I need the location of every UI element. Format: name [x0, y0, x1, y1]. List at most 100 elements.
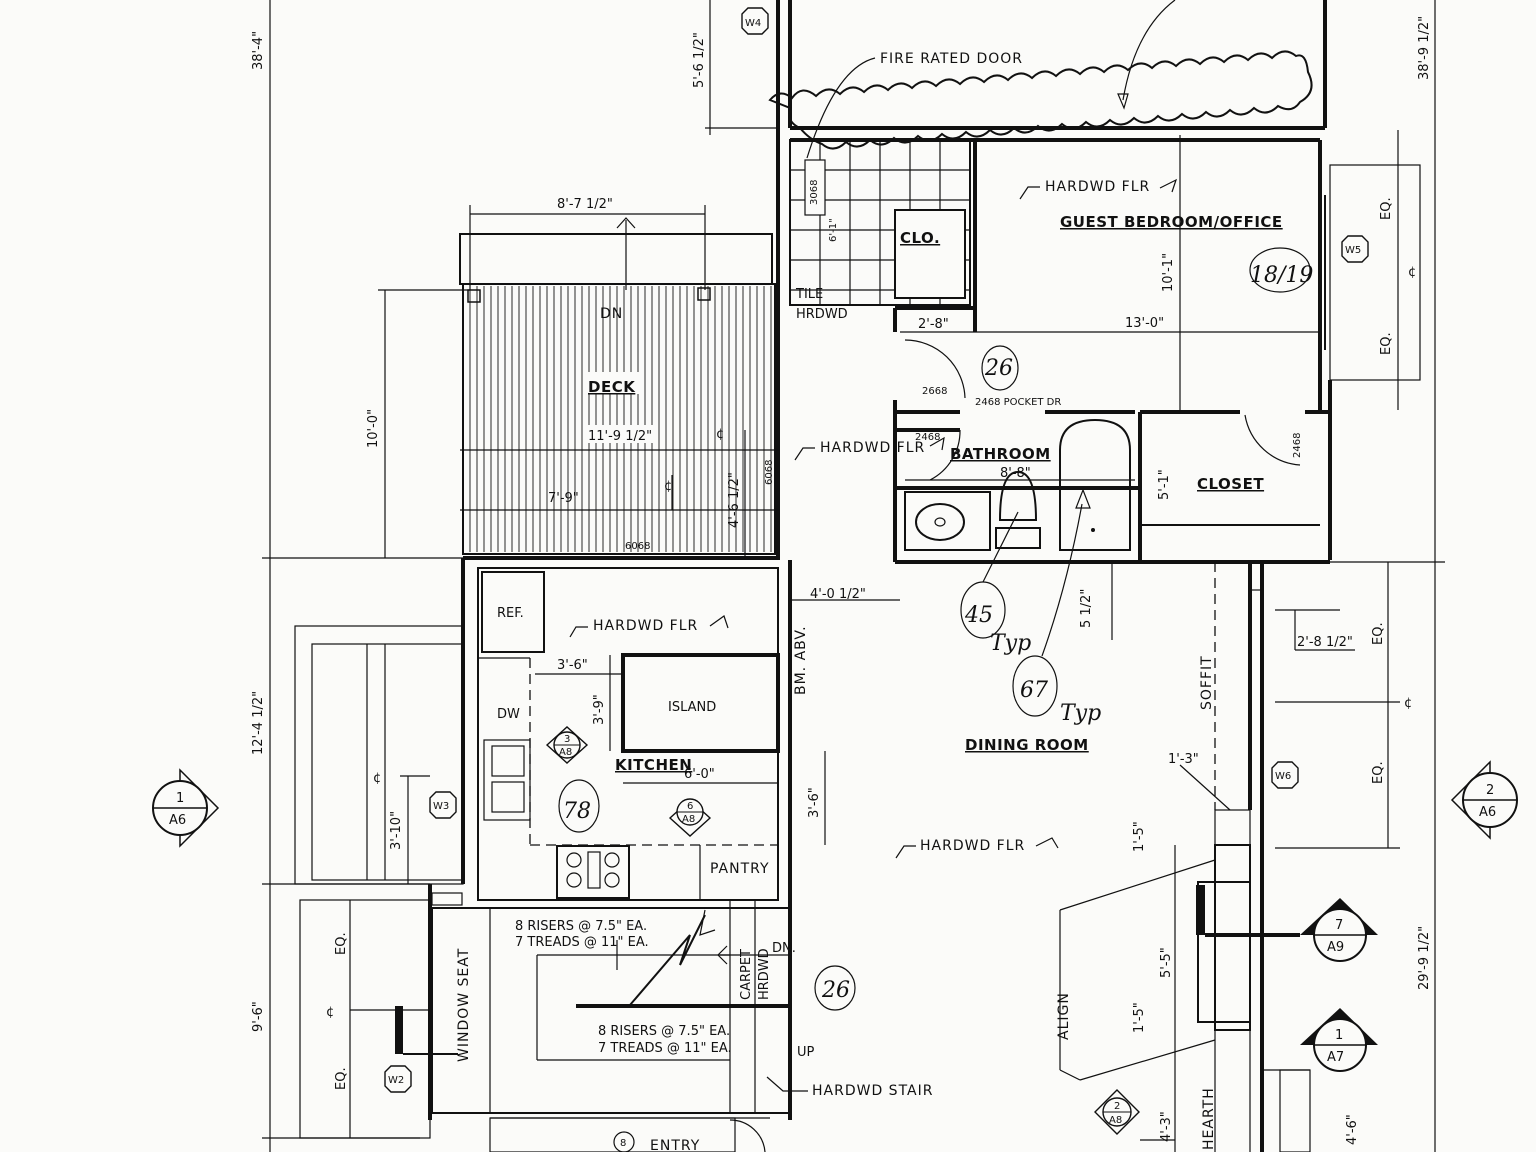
dim-kitchen-a: 3'-6" [557, 658, 588, 673]
room-closet: CLOSET [1197, 475, 1264, 493]
section-h2-sheet: A8 [1109, 1115, 1122, 1126]
door-swing-bath [929, 429, 961, 481]
door-2668: 2668 [922, 386, 947, 397]
section-k6-sheet: A8 [682, 814, 695, 825]
leader-hardwd-hall [794, 436, 945, 461]
deck-boards [469, 286, 772, 552]
note-risers-top: 8 RISERS @ 7.5" EA. [515, 919, 647, 934]
section-k6-num: 6 [687, 801, 693, 812]
bedroom-walls [790, 138, 1332, 564]
section-k3-num: 3 [564, 734, 570, 745]
dim-left-bottom: 9'-6" [251, 1001, 266, 1032]
eq-left-top: EQ. [334, 932, 349, 955]
door-3068: 3068 [809, 180, 820, 205]
deck-structure [378, 205, 780, 558]
dim-soffit-off: 5 1/2" [1079, 589, 1094, 628]
eq-label-w5-bottom: EQ. [1379, 332, 1394, 355]
dim-soffit-b: 1'-3" [1168, 752, 1199, 767]
dim-deck-small: 7'-9" [548, 491, 579, 506]
room-island: ISLAND [668, 700, 716, 715]
dim-bed-height: 10'-1" [1161, 253, 1176, 292]
section-e8-num: 8 [620, 1138, 626, 1149]
section-right-num: 2 [1486, 783, 1494, 798]
note-hearth: HEARTH [1201, 1087, 1217, 1150]
dim-deck-width: 8'-7 1/2" [557, 197, 613, 212]
eq-right-bottom: EQ. [1371, 761, 1386, 784]
cl-mark-left-2: ¢ [326, 1005, 334, 1020]
note-hardwd-stair: HARDWD STAIR [812, 1083, 933, 1099]
note-hardwd-flr-hall: HARDWD FLR [820, 440, 925, 456]
tile-grid [789, 139, 971, 306]
section-k3-sheet: A8 [559, 747, 572, 758]
hand-typ-2: Typ [1060, 701, 1101, 726]
note-hrdwd-stair-side: HRDWD [757, 948, 772, 1000]
w6-tag-label: W6 [1275, 771, 1291, 782]
room-clo: CLO. [900, 229, 940, 247]
note-carpet: CARPET [739, 949, 754, 1000]
section-mark-left-a6 [152, 768, 220, 848]
dim-hearth-a: 1'-5" [1132, 821, 1147, 852]
door-6068-deck-bottom: 6068 [625, 541, 650, 552]
w4-tag [741, 7, 769, 35]
dim-hearth-c: 1'-5" [1132, 1002, 1147, 1033]
section-mark-k6 [668, 798, 712, 837]
note-pocket-door: 2468 POCKET DR [975, 397, 1061, 408]
note-hardwd-flr-kitchen: HARDWD FLR [593, 618, 698, 634]
eq-left-bottom: EQ. [334, 1067, 349, 1090]
dim-left-middle: 12'-4 1/2" [251, 691, 266, 755]
room-pantry: PANTRY [710, 861, 770, 877]
note-hardwd-flr-bedroom: HARDWD FLR [1045, 179, 1150, 195]
w3-tag-label: W3 [433, 801, 449, 812]
room-guest-bedroom: GUEST BEDROOM/OFFICE [1060, 213, 1283, 231]
leader-hardwd-bedroom [1019, 178, 1178, 200]
leader-arrow-top [1122, 0, 1176, 101]
dim-clo-depth: 6'-1" [828, 218, 839, 242]
section-left-num: 1 [176, 791, 184, 806]
door-swing-closet [1244, 414, 1301, 466]
section-mark-e8 [613, 1131, 635, 1152]
w6-tag [1271, 761, 1299, 789]
dining-right-structure [1179, 562, 1400, 848]
cl-mark-w5: ¢ [1408, 265, 1416, 280]
hand-78: 78 [563, 799, 591, 824]
note-bm-abv: BM. ABV. [793, 625, 809, 695]
room-deck: DECK [588, 378, 636, 396]
note-hrdwd: HRDWD [796, 307, 848, 322]
section-mark-a7 [1300, 1008, 1378, 1072]
dim-bed-width: 13'-0" [1125, 316, 1164, 331]
right-window-w5 [1324, 130, 1421, 410]
section-a7-sheet: A7 [1327, 1050, 1344, 1065]
note-hardwd-flr-dining: HARDWD FLR [920, 838, 1025, 854]
leader-hardwd-kitchen [569, 615, 729, 638]
door-2468-closet: 2468 [1292, 433, 1303, 458]
leader-hardwd-stair [766, 1076, 808, 1092]
dim-closet-h: 5'-1" [1157, 469, 1172, 500]
hand-typ-1: Typ [990, 631, 1031, 656]
dim-kitchen-c: 6'-0" [684, 767, 715, 782]
section-mark-a9 [1300, 898, 1378, 962]
dim-hearth-d: 4'-3" [1159, 1111, 1174, 1142]
arrow-head-top [1117, 93, 1129, 110]
note-align: ALIGN [1056, 992, 1072, 1040]
w5-tag-label: W5 [1345, 245, 1361, 256]
dim-kitchen-d: 3'-6" [807, 787, 822, 818]
dim-upper-left: 5'-6 1/2" [692, 32, 707, 88]
dim-deck-side: 4'-6 1/2" [727, 472, 742, 528]
hand-45: 45 [964, 603, 993, 628]
hand-26-stair: 26 [821, 978, 850, 1003]
dim-kitchen-b: 3'-9" [592, 694, 607, 725]
door-2468-bath: 2468 [915, 432, 940, 443]
leader-45 [982, 511, 1019, 583]
section-mark-h2 [1094, 1089, 1140, 1135]
dim-right-bottom: 29'-9 1/2" [1417, 926, 1432, 990]
cl-mark-right: ¢ [1404, 696, 1412, 711]
note-treads-bottom: 7 TREADS @ 11" EA. [598, 1041, 732, 1056]
window-w2-sill [395, 1006, 403, 1054]
note-fire-rated-door: FIRE RATED DOOR [880, 51, 1023, 67]
dim-top-right: 38'-9 1/2" [1417, 16, 1432, 80]
dim-top-left: 38'-4" [251, 31, 266, 70]
dim-bed-offset: 2'-8" [918, 317, 949, 332]
bath-fixtures [904, 418, 1131, 551]
section-mark-k3 [545, 726, 589, 764]
dim-kitchen-off: 4'-0 1/2" [810, 587, 866, 602]
